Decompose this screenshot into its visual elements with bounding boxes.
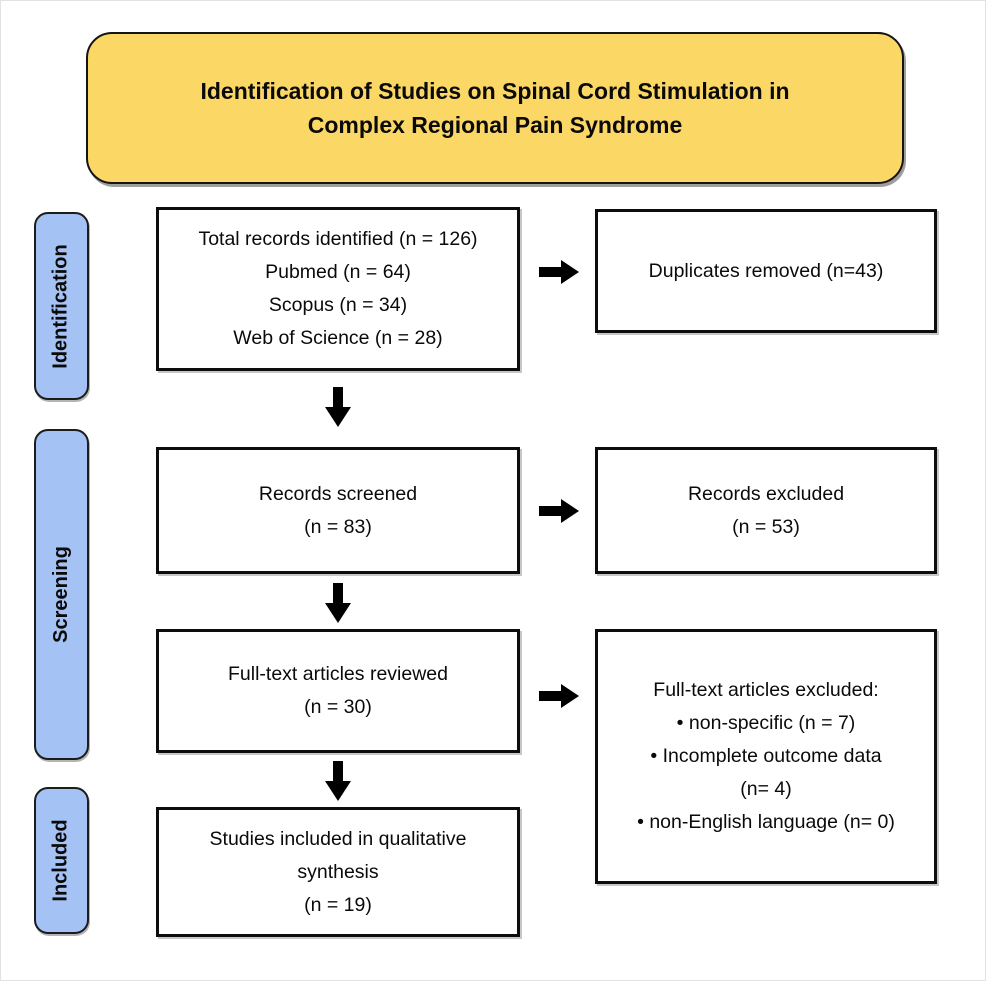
stage-label-screening: Screening (34, 429, 89, 760)
box-fulltext-excluded-text: Full-text articles excluded: • non-speci… (637, 679, 895, 833)
box-duplicates-removed: Duplicates removed (n=43) (595, 209, 937, 333)
box-records-screened-text: Records screened (n = 83) (258, 482, 418, 538)
box-records-excluded: Records excluded (n = 53) (595, 447, 937, 574)
box-duplicates-removed-text: Duplicates removed (n=43) (648, 259, 884, 282)
arrow-down-icon (325, 387, 351, 427)
box-records-identified: Total records identified (n = 126) Pubme… (156, 207, 520, 371)
connector-identified-to-duplicates (539, 259, 579, 285)
box-fulltext-excluded: Full-text articles excluded: • non-speci… (595, 629, 937, 884)
connector-fulltext-to-included (324, 761, 352, 801)
stage-label-identification: Identification (34, 212, 89, 400)
box-records-excluded-text: Records excluded (n = 53) (687, 482, 845, 538)
stage-label-included-text: Included (50, 819, 73, 902)
box-included-synthesis: Studies included in qualitative synthesi… (156, 807, 520, 937)
connector-screened-to-fulltext (324, 583, 352, 623)
box-records-screened: Records screened (n = 83) (156, 447, 520, 574)
arrow-down-icon (325, 761, 351, 801)
box-fulltext-reviewed-text: Full-text articles reviewed (n = 30) (228, 663, 448, 718)
stage-label-screening-text: Screening (50, 546, 73, 643)
stage-label-included: Included (34, 787, 89, 934)
connector-identified-to-screened (324, 387, 352, 427)
diagram-title: Identification of Studies on Spinal Cord… (200, 78, 790, 138)
arrow-right-icon (539, 499, 579, 523)
title-banner: Identification of Studies on Spinal Cord… (86, 32, 904, 184)
box-fulltext-reviewed: Full-text articles reviewed (n = 30) (156, 629, 520, 753)
arrow-right-icon (539, 260, 579, 284)
arrow-down-icon (325, 583, 351, 623)
box-included-synthesis-text: Studies included in qualitative synthesi… (209, 827, 467, 916)
connector-fulltext-to-fulltext-excluded (539, 683, 579, 709)
connector-screened-to-excluded (539, 498, 579, 524)
stage-label-identification-text: Identification (50, 243, 73, 369)
box-records-identified-text: Total records identified (n = 126) Pubme… (198, 228, 478, 349)
arrow-right-icon (539, 684, 579, 708)
